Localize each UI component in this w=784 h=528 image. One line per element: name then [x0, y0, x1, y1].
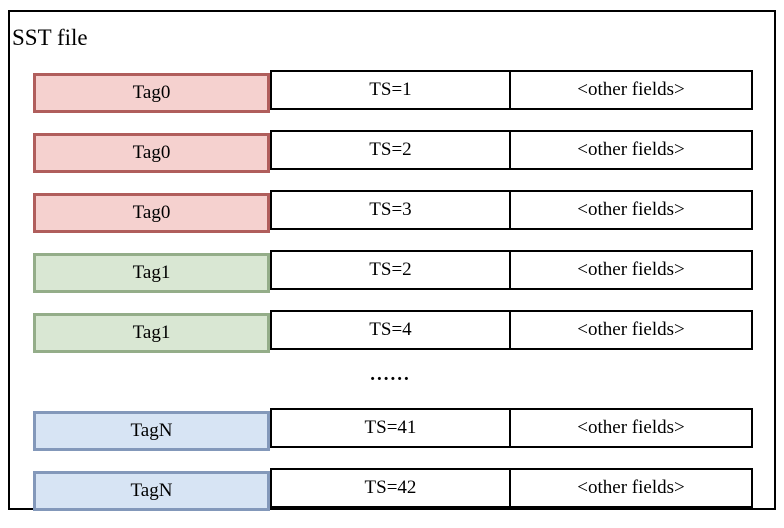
timestamp-cell: TS=42 [270, 468, 511, 508]
timestamp-cell: TS=2 [270, 250, 511, 290]
tag-cell: Tag0 [33, 73, 270, 113]
other-fields-cell: <other fields> [509, 190, 753, 230]
record-row-tagn-ts41: TagN TS=41 <other fields> [33, 408, 753, 451]
other-fields-cell: <other fields> [509, 70, 753, 110]
sst-file-container: SST file Tag0 TS=1 <other fields> Tag0 T… [8, 10, 776, 511]
timestamp-cell: TS=2 [270, 130, 511, 170]
timestamp-cell: TS=4 [270, 310, 511, 350]
timestamp-cell: TS=1 [270, 70, 511, 110]
tag-cell: Tag1 [33, 253, 270, 293]
record-row-tag0-ts1: Tag0 TS=1 <other fields> [33, 70, 753, 113]
record-row-tag1-ts4: Tag1 TS=4 <other fields> [33, 310, 753, 353]
record-row-tag1-ts2: Tag1 TS=2 <other fields> [33, 250, 753, 293]
other-fields-cell: <other fields> [509, 250, 753, 290]
record-row-tagn-ts42: TagN TS=42 <other fields> [33, 468, 753, 511]
sst-file-title: SST file [12, 25, 88, 50]
other-fields-cell: <other fields> [509, 408, 753, 448]
tag-cell: Tag0 [33, 193, 270, 233]
record-row-tag0-ts2: Tag0 TS=2 <other fields> [33, 130, 753, 173]
other-fields-cell: <other fields> [509, 468, 753, 508]
timestamp-cell: TS=41 [270, 408, 511, 448]
other-fields-cell: <other fields> [509, 130, 753, 170]
timestamp-cell: TS=3 [270, 190, 511, 230]
tag-cell: Tag1 [33, 313, 270, 353]
tag-cell: TagN [33, 411, 270, 451]
record-rows: Tag0 TS=1 <other fields> Tag0 TS=2 <othe… [33, 70, 753, 528]
ellipsis-indicator: ...... [370, 364, 411, 385]
tag-cell: Tag0 [33, 133, 270, 173]
tag-cell: TagN [33, 471, 270, 511]
other-fields-cell: <other fields> [509, 310, 753, 350]
record-row-tag0-ts3: Tag0 TS=3 <other fields> [33, 190, 753, 233]
